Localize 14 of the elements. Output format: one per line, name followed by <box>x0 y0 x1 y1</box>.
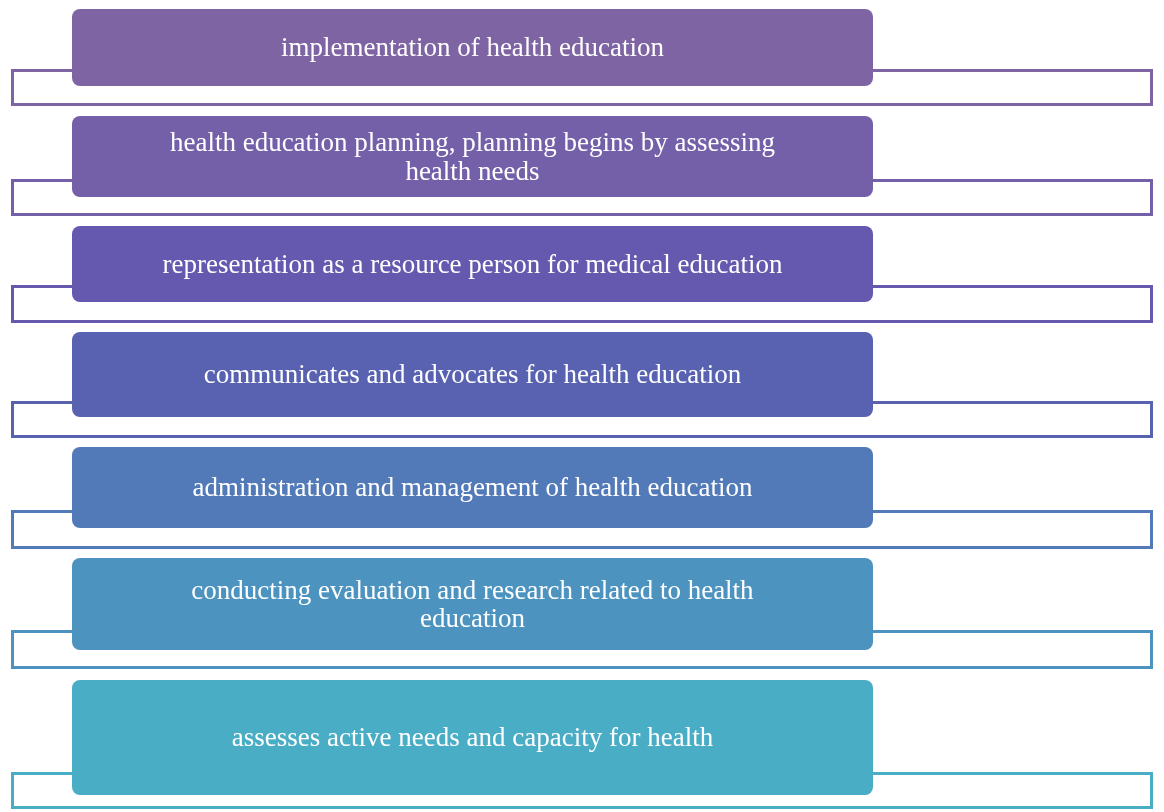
step-box <box>72 9 873 86</box>
step-box <box>72 226 873 302</box>
step-box <box>72 332 873 417</box>
step-text: communicates and advocates for health education <box>203 360 742 389</box>
step-text: conducting evaluation and research related to health education <box>190 575 755 633</box>
step-box <box>72 558 873 650</box>
step-text: administration and management of health education <box>192 473 753 502</box>
step-text: representation as a resource person for medical education <box>162 249 783 279</box>
step-text: assesses active needs and capacity for health <box>231 723 714 752</box>
step-box <box>72 447 873 528</box>
step-box <box>72 680 873 795</box>
step-text: health education planning, planning begins by assessing health needs <box>168 128 777 185</box>
step-box <box>72 116 873 197</box>
step-text: implementation of health education <box>280 33 665 62</box>
